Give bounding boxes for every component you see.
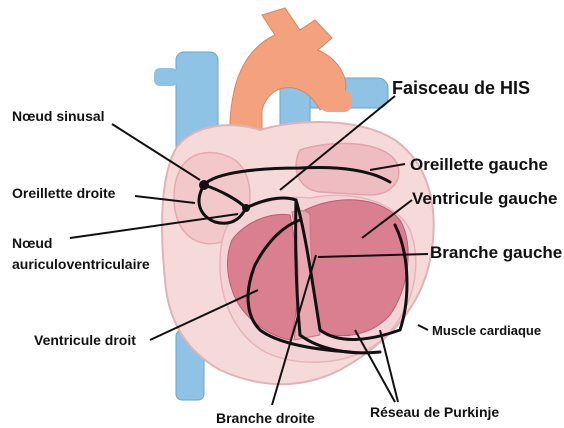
label-branche-droite: Branche droite	[216, 411, 315, 426]
label-noeud-av-line1: Nœud	[12, 236, 52, 251]
label-oreillette-gauche: Oreillette gauche	[410, 156, 548, 175]
label-branche-gauche: Branche gauche	[430, 244, 562, 263]
label-ventricule-gauche: Ventricule gauche	[412, 190, 558, 209]
label-reseau-purkinje: Réseau de Purkinje	[370, 405, 499, 420]
av-node	[242, 204, 250, 212]
sinus-node	[199, 180, 209, 190]
label-muscle-cardiaque: Muscle cardiaque	[432, 324, 541, 338]
label-oreillette-droite: Oreillette droite	[12, 186, 115, 201]
label-ventricule-droit: Ventricule droit	[34, 333, 136, 348]
label-faisceau-his: Faisceau de HIS	[392, 79, 530, 99]
label-noeud-sinusal: Nœud sinusal	[12, 109, 105, 124]
label-noeud-av-line2: auriculoventriculaire	[12, 257, 150, 272]
